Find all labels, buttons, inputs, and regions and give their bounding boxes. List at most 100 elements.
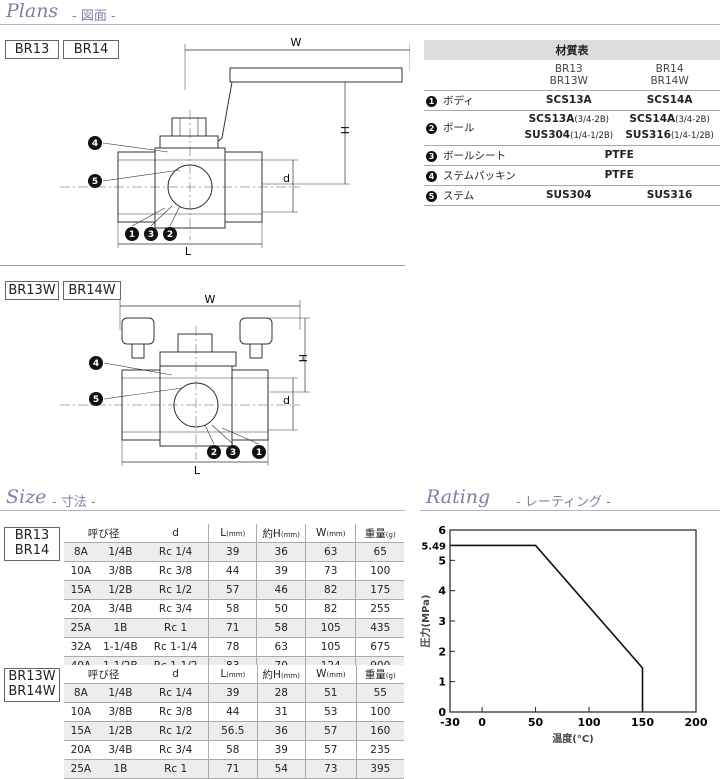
callout-1: 1 <box>129 230 135 240</box>
callout-3b: 3 <box>230 448 236 458</box>
size-cell: 3/4B <box>97 599 144 619</box>
size-cell: 36 <box>256 542 306 562</box>
size-cell: Rc 3/8 <box>143 702 209 722</box>
y-tick-label: 1 <box>438 676 446 689</box>
x-tick-label: 50 <box>528 716 544 729</box>
callout-4: 4 <box>92 139 98 149</box>
size-cell: 1/2B <box>97 580 144 600</box>
size-cell: 3/8B <box>97 561 144 581</box>
callout-5b: 5 <box>93 395 99 405</box>
size-cell: Rc 3/4 <box>143 740 209 760</box>
size-cell: 10A <box>64 561 98 581</box>
size-cell: 39 <box>256 740 306 760</box>
y-tick-label: 3 <box>438 615 446 628</box>
size-header-cell: 呼び径 <box>64 665 144 684</box>
size-header-cell: 約H(mm) <box>256 665 306 684</box>
size-cell: 58 <box>256 618 306 638</box>
size-cell: 25A <box>64 618 98 638</box>
size-cell: 3/8B <box>97 702 144 722</box>
size-cell: 10A <box>64 702 98 722</box>
size-cell: 58 <box>208 740 258 760</box>
size-cell: 73 <box>304 561 356 581</box>
size-cell: 255 <box>355 599 404 619</box>
size-cell: Rc 1-1/4 <box>143 637 209 657</box>
size-cell: 675 <box>355 637 404 657</box>
plans-subtitle: - 図面 - <box>72 9 116 24</box>
rating-rule <box>420 510 720 511</box>
y-tick-label: 0 <box>438 706 446 719</box>
rating-title: Rating <box>426 486 491 508</box>
y-tick-label: 6 <box>438 524 446 537</box>
size-cell: 1/2B <box>97 721 144 741</box>
valve-drawing-butterfly-handle: W H d L 4 5 2 3 1 <box>60 293 310 475</box>
size-cell: Rc 1/4 <box>143 542 209 562</box>
callout-5: 5 <box>92 177 98 187</box>
size-cell: 46 <box>256 580 306 600</box>
size-cell: 31 <box>256 702 306 722</box>
dim-d-label: d <box>283 172 290 185</box>
size-cell: 78 <box>207 637 257 657</box>
size-header-cell: 呼び径 <box>64 524 144 543</box>
size-cell: 235 <box>355 740 404 760</box>
size-cell: 82 <box>304 580 356 600</box>
size-cell: 3/4B <box>97 740 144 760</box>
size-header-cell: W(mm) <box>305 665 357 684</box>
model-label-br13w: BR13W <box>5 281 59 300</box>
size-cell: 100 <box>355 561 404 581</box>
chart-xlabel: 温度(°C) <box>552 732 593 745</box>
x-tick-label: -30 <box>440 716 460 729</box>
size-cell: 175 <box>355 580 404 600</box>
size-header-cell: L(mm) <box>208 665 258 684</box>
size-cell: 57 <box>305 740 357 760</box>
size-cell: Rc 3/8 <box>143 561 209 581</box>
size-cell: Rc 1 <box>143 618 209 638</box>
size-title: Size <box>6 486 47 508</box>
callout-3: 3 <box>148 230 154 240</box>
y-tick-label: 2 <box>438 645 446 658</box>
size-cell: 15A <box>64 580 98 600</box>
chart-ylabel: 圧力(MPa) <box>419 595 432 648</box>
size-cell: 65 <box>355 542 404 562</box>
x-tick-label: 0 <box>478 716 486 729</box>
size-header-cell: 重量(g) <box>355 524 404 543</box>
rating-subtitle: - レーティング - <box>516 495 611 510</box>
size-subtitle: - 寸法 - <box>52 495 96 510</box>
size-cell: 63 <box>304 542 356 562</box>
material-table-title: 材質表 <box>424 40 720 60</box>
rating-line <box>450 544 644 712</box>
size-header-cell: 約H(mm) <box>256 524 306 543</box>
size-cell: 51 <box>305 683 357 703</box>
plans-title: Plans <box>6 0 59 22</box>
dim-l2-label: L <box>194 464 201 475</box>
valve-drawing-standard: W H d L 4 5 1 3 2 <box>60 36 410 258</box>
model-label-br14w: BR14W <box>63 281 121 300</box>
size-cell: 1/4B <box>97 542 144 562</box>
size-cell: 32A <box>64 637 98 657</box>
x-tick-label: 200 <box>685 716 708 729</box>
y-annot-label: 5.49 <box>421 541 446 552</box>
plans-rule <box>0 24 720 25</box>
callout-2: 2 <box>167 230 173 240</box>
size-cell: 1B <box>97 618 144 638</box>
dim-l-label: L <box>185 245 192 258</box>
dim-d2-label: d <box>283 394 290 407</box>
size-cell: 395 <box>355 759 404 779</box>
y-tick-label: 4 <box>438 585 446 598</box>
size-cell: 53 <box>305 702 357 722</box>
size-cell: 54 <box>256 759 306 779</box>
callout-2b: 2 <box>211 448 217 458</box>
size-cell: 160 <box>355 721 404 741</box>
